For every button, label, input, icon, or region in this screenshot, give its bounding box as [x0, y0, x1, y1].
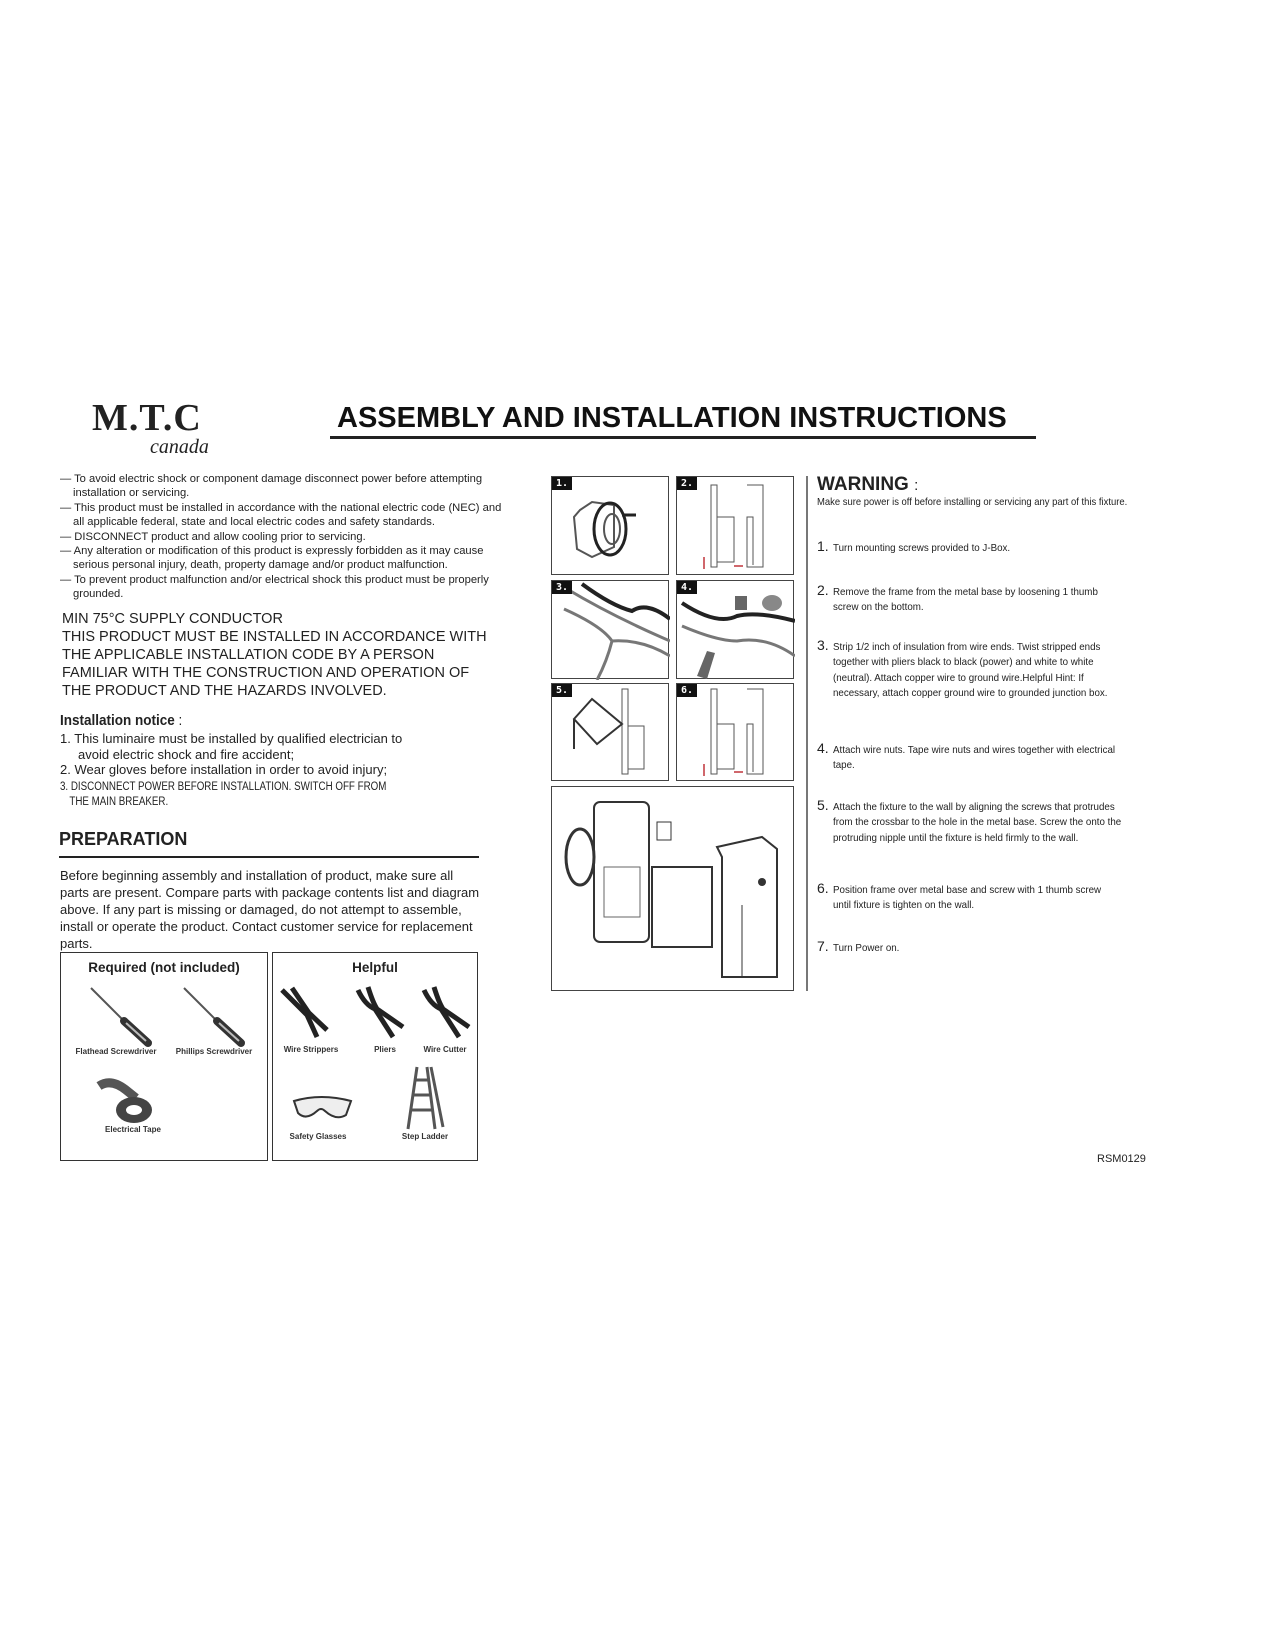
diagram-step-4: 4. — [676, 580, 796, 679]
required-tools-box: Required (not included) Flathead Screwdr… — [60, 952, 268, 1161]
helpful-tools-heading: Helpful — [352, 960, 398, 975]
diagram-number: 5. — [552, 684, 573, 697]
notice-item: avoid electric shock and fire accident; — [78, 746, 295, 762]
page-title: ASSEMBLY AND INSTALLATION INSTRUCTIONS — [337, 402, 1007, 434]
exploded-fixture-illustration — [564, 801, 778, 978]
phillips-screwdriver-icon — [183, 987, 245, 1047]
safety-notes: — To avoid electric shock or component d… — [60, 472, 510, 602]
column-divider — [806, 476, 808, 991]
diagram-step-1: 1. — [551, 476, 669, 575]
safety-note: — DISCONNECT product and allow cooling p… — [60, 530, 366, 543]
safety-note: — To avoid electric shock or component d… — [60, 473, 483, 500]
diagram-step-6: 6. — [676, 683, 794, 781]
tool-label: Safety Glasses — [289, 1132, 347, 1141]
installation-notice: 1. This luminaire must be installed by q… — [60, 731, 500, 811]
electrical-tape-icon — [96, 1078, 152, 1123]
safety-glasses-icon — [292, 1096, 353, 1119]
notice-item: 3. DISCONNECT POWER BEFORE INSTALLATION.… — [60, 780, 387, 793]
tool-label: Phillips Screwdriver — [175, 1047, 253, 1056]
helpful-tools-box: Helpful Wire Strippers Pliers Wire Cutte… — [272, 952, 478, 1161]
tool-label: Step Ladder — [401, 1132, 449, 1141]
step-text: Turn mounting screws provided to J-Box. — [833, 542, 1011, 554]
diagram-number: 1. — [552, 477, 573, 490]
step-text: Attach the fixture to the wall by aligni… — [833, 801, 1122, 844]
tool-label: Wire Cutter — [423, 1045, 467, 1054]
junction-box-illustration — [572, 500, 636, 559]
step-number: 5. — [817, 797, 829, 813]
preparation-heading: PREPARATION — [59, 829, 188, 849]
safety-note: — This product must be installed in acco… — [60, 501, 502, 529]
step-6: 6.Position frame over metal base and scr… — [817, 880, 1147, 914]
title-underline — [330, 436, 1036, 439]
diagram-number: 6. — [677, 684, 698, 697]
diagram-number: 4. — [677, 581, 698, 594]
divider — [59, 856, 479, 858]
step-number: 3. — [817, 637, 829, 653]
tool-label: Electrical Tape — [105, 1125, 161, 1134]
step-number: 7. — [817, 938, 829, 954]
step-5: 5.Attach the fixture to the wall by alig… — [817, 797, 1147, 846]
diagram-number: 2. — [677, 477, 698, 490]
notice-item: THE MAIN BREAKER. — [69, 796, 169, 808]
supply-line: MIN 75°C SUPPLY CONDUCTOR — [62, 611, 283, 627]
fixture-mounting-illustration — [572, 688, 645, 775]
frame-removal-illustration — [703, 484, 764, 569]
preparation-text: Before beginning assembly and installati… — [60, 868, 480, 951]
step-number: 2. — [817, 582, 829, 598]
wire-stripping-illustration — [563, 582, 672, 681]
installation-notice-heading: Installation notice : — [60, 712, 183, 729]
step-4: 4.Attach wire nuts. Tape wire nuts and w… — [817, 740, 1147, 774]
flathead-screwdriver-icon — [90, 987, 152, 1047]
frame-positioning-illustration — [703, 688, 764, 776]
step-ladder-icon — [406, 1066, 445, 1130]
wire-cutter-icon — [421, 986, 471, 1039]
step-7: 7. Turn Power on. — [817, 938, 1147, 956]
pliers-icon — [355, 986, 405, 1039]
tool-label: Pliers — [374, 1045, 396, 1054]
wire-strippers-icon — [280, 986, 329, 1039]
step-text: Strip 1/2 inch of insulation from wire e… — [833, 641, 1108, 699]
step-text: Remove the frame from the metal base by … — [833, 586, 1098, 614]
supply-line: FAMILIAR WITH THE CONSTRUCTION AND OPERA… — [62, 665, 470, 681]
step-3: 3.Strip 1/2 inch of insulation from wire… — [817, 637, 1147, 701]
step-number: 6. — [817, 880, 829, 896]
wire-nuts-illustration — [680, 595, 796, 679]
logo: M.T.C — [92, 397, 202, 439]
step-2: 2.Remove the frame from the metal base b… — [817, 582, 1147, 616]
supply-line: THE PRODUCT AND THE HAZARDS INVOLVED. — [62, 683, 387, 699]
step-text: Position frame over metal base and screw… — [833, 884, 1102, 912]
document-code: RSM0129 — [1097, 1153, 1146, 1165]
supply-notice: MIN 75°C SUPPLY CONDUCTOR THIS PRODUCT M… — [62, 610, 512, 700]
safety-note: — To prevent product malfunction and/or … — [60, 573, 489, 601]
step-number: 1. — [817, 538, 829, 554]
safety-note: — Any alteration or modification of this… — [60, 545, 484, 572]
step-text: Turn Power on. — [833, 942, 900, 954]
notice-item: 1. This luminaire must be installed by q… — [60, 731, 403, 746]
diagram-step-2: 2. — [676, 476, 794, 575]
tool-label: Flathead Screwdriver — [75, 1047, 157, 1056]
exploded-view-diagram — [551, 786, 794, 991]
diagram-step-3: 3. — [551, 580, 672, 681]
supply-line: THIS PRODUCT MUST BE INSTALLED IN ACCORD… — [62, 629, 487, 645]
step-1: 1. Turn mounting screws provided to J-Box… — [817, 538, 1147, 556]
supply-line: THE APPLICABLE INSTALLATION CODE BY A PE… — [62, 647, 435, 663]
step-text: Attach wire nuts. Tape wire nuts and wir… — [833, 744, 1116, 772]
warning-text: Make sure power is off before installing… — [817, 496, 1128, 508]
notice-item: 2. Wear gloves before installation in or… — [60, 762, 388, 777]
required-tools-heading: Required (not included) — [88, 960, 240, 975]
step-number: 4. — [817, 740, 829, 756]
tool-label: Wire Strippers — [283, 1045, 339, 1054]
logo-subtitle: canada — [150, 436, 209, 458]
diagram-step-5: 5. — [551, 683, 669, 781]
diagram-number: 3. — [552, 581, 573, 594]
warning-heading: WARNING : — [817, 474, 919, 495]
